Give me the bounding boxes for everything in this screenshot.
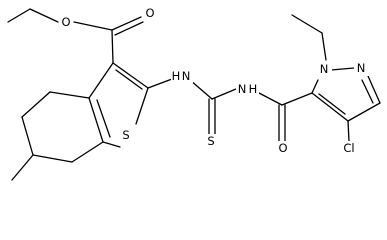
bond-c5pz-n1	[311, 79, 319, 94]
bond-c7a-c3a-double-inner	[96, 99, 111, 138]
bond-n1-ch2	[321, 32, 327, 61]
bond-c3a-c4	[49, 91, 90, 99]
bond-nh1-cs	[189, 79, 213, 100]
bond-c3pz-c4pz	[347, 102, 381, 122]
atom-nh-thiourea-1: H N	[171, 69, 193, 83]
atom-n-pyrazole-2-label: N	[357, 61, 366, 75]
atom-o-ester-carbonyl: O	[143, 6, 157, 20]
bond-c4-c5	[21, 91, 51, 118]
bond-ethyl-ch3	[7, 8, 31, 23]
bond-c3-c2-double-outer	[112, 62, 149, 89]
atom-o-ester-ether-label: O	[61, 15, 70, 29]
bond-c4pz-cl	[347, 120, 350, 142]
atom-nh1-n-label: N	[182, 69, 191, 83]
bond-ch2-ch3	[291, 14, 323, 34]
bond-c6-methyl	[11, 154, 34, 181]
bond-c4pz-c5pz-double-outer	[311, 92, 349, 122]
atom-labels: O O S H N N H S	[59, 6, 369, 156]
atom-nh2-n-label: N	[238, 82, 247, 96]
bond-ester-c-o-double-1	[111, 16, 142, 31]
bond-c3-c2-double-inner	[115, 69, 143, 90]
bond-n2-c3pz-double-inner	[361, 79, 374, 104]
atom-s-thiocarbonyl: S	[204, 134, 218, 149]
bond-n1-n2	[330, 67, 355, 71]
bond-c2-nh1	[147, 78, 173, 89]
bond-c7a-c3a-double-outer	[88, 97, 104, 143]
atom-n-pyrazole-2: N	[354, 61, 369, 76]
bond-ester-c-o-double-2	[114, 21, 144, 36]
bond-c2-s	[135, 87, 149, 125]
atom-nh1-h-label: H	[172, 69, 181, 83]
atom-s-thiocarbonyl-label: S	[207, 134, 214, 148]
structure-canvas: O O S H N N H S	[7, 6, 381, 181]
atom-nh2-h-label: H	[249, 82, 258, 96]
atom-o-ester-carbonyl-label: O	[145, 6, 154, 20]
atom-o-amide: O	[276, 141, 290, 156]
bond-s-c7a	[102, 141, 121, 148]
atom-n-pyrazole-1: N	[317, 62, 332, 77]
bond-c5-c6	[21, 116, 34, 156]
bond-nh2-camide	[258, 92, 283, 106]
bond-c6-c7	[32, 154, 73, 163]
atom-s-thiophene: S	[119, 127, 133, 143]
bond-c4pz-c5pz-double-inner	[318, 93, 346, 115]
bonds	[7, 8, 381, 181]
bond-camide-c5pz	[281, 92, 313, 106]
bond-ester-c-c3	[111, 29, 114, 64]
molecule-structure: O O S H N N H S	[7, 6, 381, 181]
bond-c3a-c3	[88, 62, 114, 99]
atom-o-ester-ether: O	[59, 15, 73, 29]
bond-o-carbonyl-c	[73, 21, 113, 31]
atom-cl: Cl	[338, 141, 360, 156]
atom-n-pyrazole-1-label: N	[320, 62, 329, 76]
atom-nh-thiourea-2: N H	[236, 82, 259, 96]
atom-o-amide-label: O	[278, 141, 287, 155]
atom-s-thiophene-label: S	[122, 128, 129, 142]
bond-n2-c3pz-double-outer	[367, 75, 381, 104]
bond-cs-nh2	[211, 88, 237, 100]
bond-ethyl-ch2-o	[29, 8, 59, 23]
atom-cl-label: Cl	[343, 141, 354, 155]
bond-c7-c7a	[71, 141, 104, 163]
